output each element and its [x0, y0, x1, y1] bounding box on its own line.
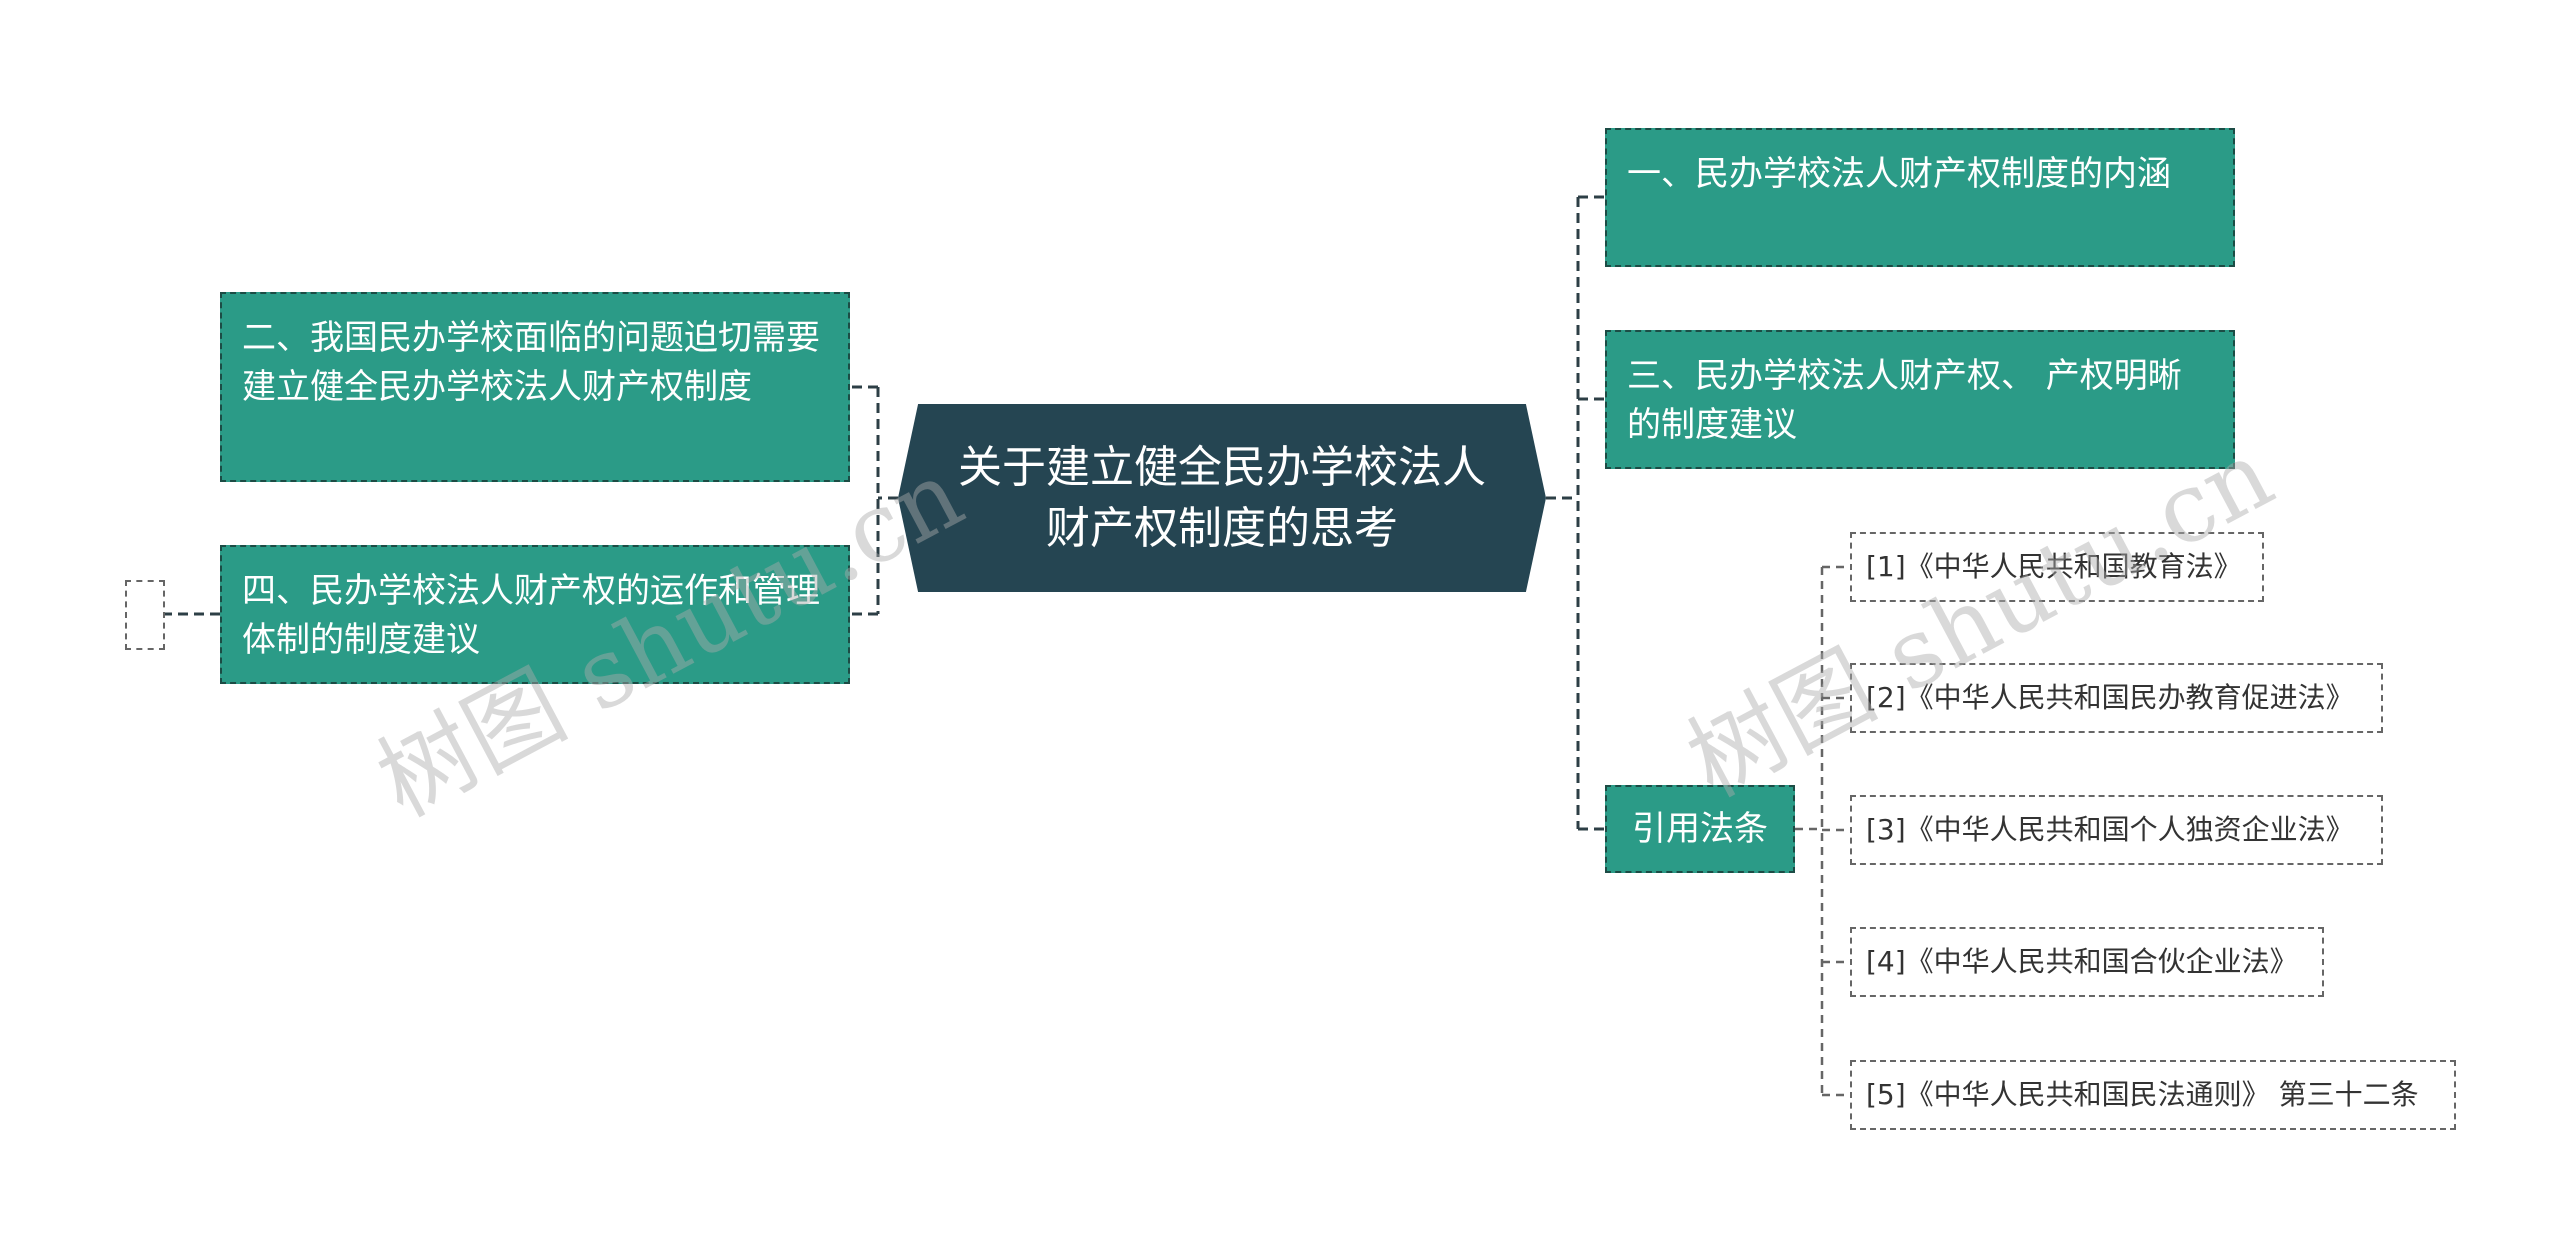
- topic-label-1: 一、民办学校法人财产权制度的内涵: [1627, 154, 2171, 194]
- reference-node-2[interactable]: [2]《中华人民共和国民办教育促进法》: [1850, 663, 2383, 733]
- reference-node-1[interactable]: [1]《中华人民共和国教育法》: [1850, 532, 2264, 602]
- topic-label-2: 二、我国民办学校面临的问题迫切需要 建立健全民办学校法人财产权制度: [242, 318, 831, 407]
- root-label: 关于建立健全民办学校法人财产权制度的思考: [958, 442, 1486, 554]
- topic-label-3: 三、民办学校法人财产权、 产权明晰的制度建议: [1627, 356, 2182, 445]
- root-node[interactable]: 关于建立健全民办学校法人财产权制度的思考: [898, 404, 1546, 592]
- reference-node-3[interactable]: [3]《中华人民共和国个人独资企业法》: [1850, 795, 2383, 865]
- collapsed-child-node[interactable]: [125, 580, 165, 650]
- reference-node-4[interactable]: [4]《中华人民共和国合伙企业法》: [1850, 927, 2324, 997]
- reference-label-5: [5]《中华人民共和国民法通则》 第三十二条: [1866, 1078, 2419, 1111]
- topic-node-1[interactable]: 一、民办学校法人财产权制度的内涵: [1605, 128, 2235, 267]
- topic-node-3[interactable]: 三、民办学校法人财产权、 产权明晰的制度建议: [1605, 330, 2235, 469]
- topic-node-2[interactable]: 二、我国民办学校面临的问题迫切需要 建立健全民办学校法人财产权制度: [220, 292, 850, 482]
- topic-node-4[interactable]: 四、民办学校法人财产权的运作和管理体制的制度建议: [220, 545, 850, 684]
- topic-label-references: 引用法条: [1632, 808, 1768, 849]
- reference-node-5[interactable]: [5]《中华人民共和国民法通则》 第三十二条: [1850, 1060, 2456, 1130]
- reference-label-1: [1]《中华人民共和国教育法》: [1866, 550, 2242, 583]
- reference-label-4: [4]《中华人民共和国合伙企业法》: [1866, 945, 2298, 978]
- topic-label-4: 四、民办学校法人财产权的运作和管理体制的制度建议: [242, 571, 820, 660]
- reference-label-2: [2]《中华人民共和国民办教育促进法》: [1866, 681, 2354, 714]
- reference-label-3: [3]《中华人民共和国个人独资企业法》: [1866, 813, 2354, 846]
- topic-node-references[interactable]: 引用法条: [1605, 785, 1795, 873]
